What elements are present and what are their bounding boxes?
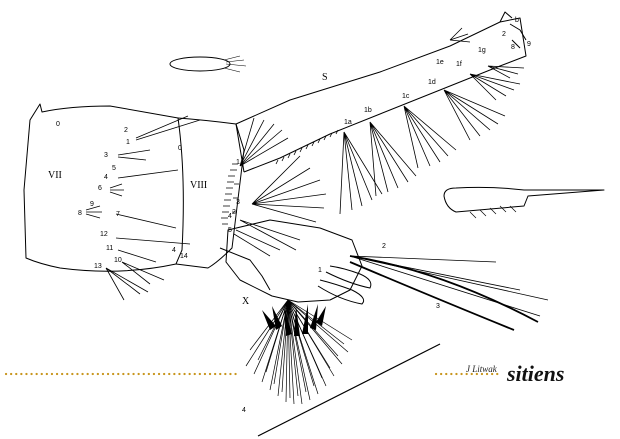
label-s-9: 9 xyxy=(527,41,531,48)
label-segment-x: X xyxy=(242,296,250,307)
inset-pecten-tooth xyxy=(444,187,604,212)
label-viii-1: 1 xyxy=(236,159,240,166)
label-s-1c: 1c xyxy=(402,93,410,100)
label-vii-7: 7 xyxy=(116,211,120,218)
label-s-1b2: 1b xyxy=(364,107,372,114)
label-s-1a: 1a xyxy=(344,119,352,126)
label-vii-5: 5 xyxy=(112,165,116,172)
label-vii-4b: 4 xyxy=(172,247,176,254)
seta-viii-1 xyxy=(240,118,288,166)
seta-x-2 xyxy=(350,256,538,322)
label-viii-5: 5 xyxy=(228,227,232,234)
label-siphon: S xyxy=(322,72,328,83)
label-s-1d: 1d xyxy=(428,79,436,86)
label-viii-2: 2 xyxy=(232,209,236,216)
label-viii-0: 0 xyxy=(178,145,182,152)
label-vii-2: 2 xyxy=(124,127,128,134)
artist-signature: J Litwak xyxy=(466,364,498,374)
label-s-1f: 1f xyxy=(456,61,462,68)
segment-vii-outline xyxy=(24,104,183,271)
label-vii-11: 11 xyxy=(106,245,113,252)
segment-x-outline xyxy=(226,220,362,302)
anal-papilla xyxy=(326,266,371,288)
label-vii-14: 14 xyxy=(180,253,188,260)
label-x-2: 2 xyxy=(382,243,386,250)
label-s-2: 2 xyxy=(502,31,506,38)
species-title: sitiens xyxy=(506,361,564,386)
siphon-setae xyxy=(340,28,524,214)
label-vii-0: 0 xyxy=(56,121,60,128)
inset-scale xyxy=(170,57,230,71)
label-vii-10: 10 xyxy=(114,257,122,264)
label-vii-6: 6 xyxy=(98,185,102,192)
label-x-4: 4 xyxy=(242,407,246,414)
label-vii-13: 13 xyxy=(94,263,102,270)
label-x-1: 1 xyxy=(318,267,322,274)
label-vii-9: 9 xyxy=(90,201,94,208)
label-vii-1: 1 xyxy=(126,139,130,146)
label-segment-vii: VII xyxy=(48,170,62,181)
segment-viii-outline xyxy=(176,118,244,268)
label-s-1g: 1g xyxy=(478,47,486,54)
label-x-3: 3 xyxy=(436,303,440,310)
label-s-1e: 1e xyxy=(436,59,444,66)
seta-x-2-fine xyxy=(350,256,548,316)
label-vii-4: 4 xyxy=(104,174,108,181)
seta-viii-3 xyxy=(252,156,326,222)
label-viii-3: 3 xyxy=(236,199,240,206)
label-vii-8: 8 xyxy=(78,210,82,217)
label-vii-3: 3 xyxy=(104,152,108,159)
label-s-8: 8 xyxy=(511,44,515,51)
label-viii-4: 4 xyxy=(228,213,232,220)
label-s-1b: b xyxy=(515,17,519,24)
label-segment-viii: VIII xyxy=(190,180,207,191)
label-vii-12: 12 xyxy=(100,231,108,238)
